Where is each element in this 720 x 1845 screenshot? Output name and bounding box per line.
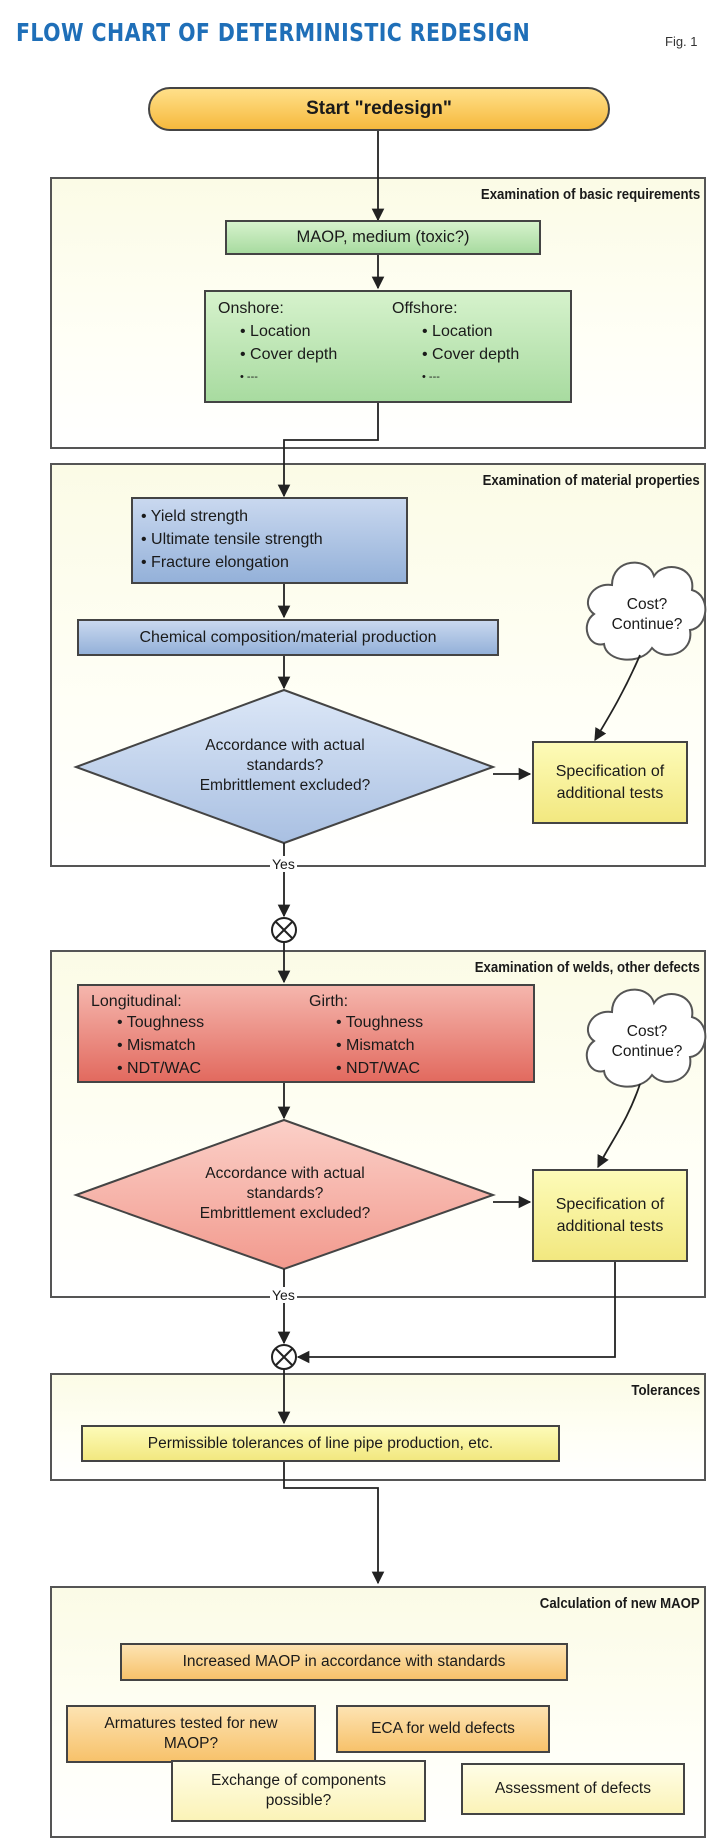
girth-list: Toughness Mismatch NDT/WAC [301, 1011, 521, 1080]
list-item: Yield strength [141, 505, 398, 528]
decision-text-material: Accordance with actual standards? Embrit… [120, 736, 450, 796]
material-properties-box: Yield strength Ultimate tensile strength… [131, 497, 408, 584]
list-item: Toughness [336, 1011, 521, 1034]
figure-number: Fig. 1 [665, 34, 698, 49]
permissible-tolerances-box: Permissible tolerances of line pipe prod… [81, 1425, 560, 1462]
junction-circle-2 [271, 1344, 297, 1370]
decision-line: Embrittlement excluded? [199, 1205, 371, 1222]
spec-line: additional tests [556, 784, 664, 802]
section-title-tolerances: Tolerances [631, 1382, 700, 1399]
yes-label-welds: Yes [270, 1287, 297, 1303]
list-item: Cover depth [422, 343, 562, 366]
offshore-column: Offshore: Location Cover depth --- [392, 300, 562, 389]
decision-line: Accordance with actual [205, 737, 365, 754]
cloud-text-welds: Cost? Continue? [592, 1017, 702, 1067]
exchange-line: Exchange of components [211, 1772, 386, 1789]
cloud-line: Cost? [626, 1023, 668, 1040]
girth-heading: Girth: [309, 993, 349, 1010]
exchange-components-box: Exchange of components possible? [171, 1760, 426, 1822]
list-item: Mismatch [117, 1034, 291, 1057]
spec-line: additional tests [556, 1217, 664, 1235]
junction-circle-1 [271, 917, 297, 943]
list-item: Fracture elongation [141, 551, 398, 574]
spec-line: Specification of [555, 1195, 665, 1213]
onshore-heading: Onshore: [218, 300, 284, 317]
start-terminal: Start "redesign" [148, 87, 610, 131]
armatures-box: Armatures tested for new MAOP? [66, 1705, 316, 1763]
exchange-line: possible? [265, 1792, 332, 1809]
decision-line: Accordance with actual [205, 1165, 365, 1182]
material-properties-list: Yield strength Ultimate tensile strength… [141, 505, 398, 574]
armatures-line: MAOP? [163, 1735, 219, 1752]
list-item: Cover depth [240, 343, 388, 366]
maop-medium-box: MAOP, medium (toxic?) [225, 220, 541, 255]
onshore-column: Onshore: Location Cover depth --- [218, 300, 388, 389]
chemical-composition-box: Chemical composition/material production [77, 619, 499, 656]
list-item: --- [422, 366, 562, 389]
list-item: Location [422, 320, 562, 343]
armatures-line: Armatures tested for new [104, 1715, 278, 1732]
cloud-line: Continue? [611, 616, 683, 633]
decision-line: standards? [246, 1185, 324, 1202]
offshore-heading: Offshore: [392, 300, 458, 317]
list-item: Ultimate tensile strength [141, 528, 398, 551]
increased-maop-box: Increased MAOP in accordance with standa… [120, 1643, 568, 1681]
onshore-list: Location Cover depth --- [218, 320, 388, 389]
decision-line: standards? [246, 757, 324, 774]
location-box: Onshore: Location Cover depth --- Offsho… [204, 290, 572, 403]
spec-line: Specification of [555, 762, 665, 780]
cloud-line: Cost? [626, 596, 668, 613]
list-item: NDT/WAC [336, 1057, 521, 1080]
list-item: NDT/WAC [117, 1057, 291, 1080]
longitudinal-heading: Longitudinal: [91, 993, 182, 1010]
decision-text-welds: Accordance with actual standards? Embrit… [120, 1164, 450, 1224]
eca-box: ECA for weld defects [336, 1705, 550, 1753]
section-title-new-maop: Calculation of new MAOP [540, 1595, 700, 1612]
list-item: Mismatch [336, 1034, 521, 1057]
list-item: Location [240, 320, 388, 343]
yes-label-material: Yes [270, 856, 297, 872]
decision-line: Embrittlement excluded? [199, 777, 371, 794]
girth-column: Girth: Toughness Mismatch NDT/WAC [301, 993, 521, 1080]
cloud-line: Continue? [611, 1043, 683, 1060]
list-item: Toughness [117, 1011, 291, 1034]
section-title-basic: Examination of basic requirements [480, 186, 700, 203]
section-title-material: Examination of material properties [482, 472, 700, 489]
longitudinal-list: Toughness Mismatch NDT/WAC [91, 1011, 291, 1080]
assessment-defects-box: Assessment of defects [461, 1763, 685, 1815]
cloud-text-material: Cost? Continue? [592, 590, 702, 640]
weld-properties-box: Longitudinal: Toughness Mismatch NDT/WAC… [77, 984, 535, 1083]
spec-additional-tests-box-welds: Specification of additional tests [532, 1169, 688, 1262]
page-title: FLOW CHART OF DETERMINISTIC REDESIGN [16, 18, 531, 47]
longitudinal-column: Longitudinal: Toughness Mismatch NDT/WAC [91, 993, 291, 1080]
section-title-welds: Examination of welds, other defects [474, 959, 700, 976]
offshore-list: Location Cover depth --- [392, 320, 562, 389]
spec-additional-tests-box-material: Specification of additional tests [532, 741, 688, 824]
list-item: --- [240, 366, 388, 389]
